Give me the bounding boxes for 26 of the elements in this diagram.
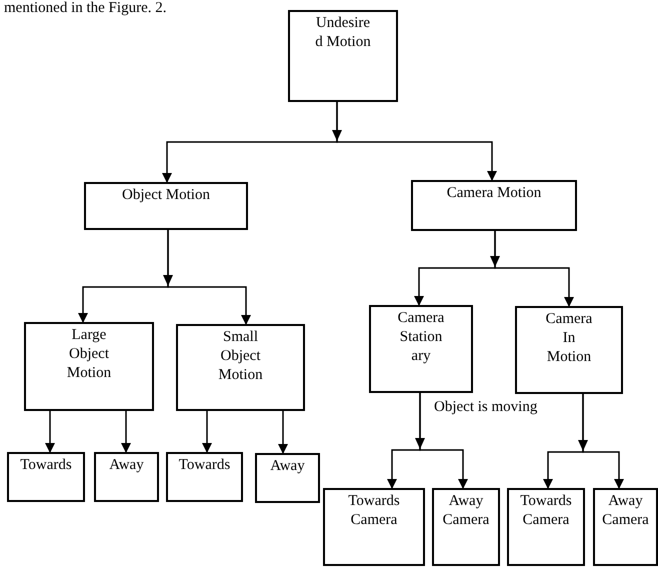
arrow [121,411,131,453]
process-box: Towards Camera [323,488,425,566]
arrow [419,393,468,489]
text-fragment: mentioned in the Figure. 2. [4,0,166,16]
process-box: Away Camera [593,488,658,566]
arrow [582,394,624,489]
process-box: Undesire d Motion [288,10,398,102]
process-box: Towards [166,452,243,502]
process-box: Towards [7,452,85,502]
process-box: Away [94,452,159,502]
arrow [278,411,288,454]
process-box: Small Object Motion [176,324,305,411]
arrow [494,231,574,307]
process-box: Camera Station ary [369,305,473,393]
process-box: Camera Motion [411,180,577,231]
arrow [336,102,497,181]
process-box: Large Object Motion [24,322,154,411]
arrow [202,411,212,453]
arrow [45,411,55,453]
process-box: Camera In Motion [515,306,623,394]
process-box: Object Motion [84,182,248,230]
note-text: Object is moving [434,398,538,416]
arrow [167,230,251,325]
process-box: Away Camera [432,488,500,566]
process-box: Towards Camera [507,488,585,566]
process-box: Away [255,453,320,503]
